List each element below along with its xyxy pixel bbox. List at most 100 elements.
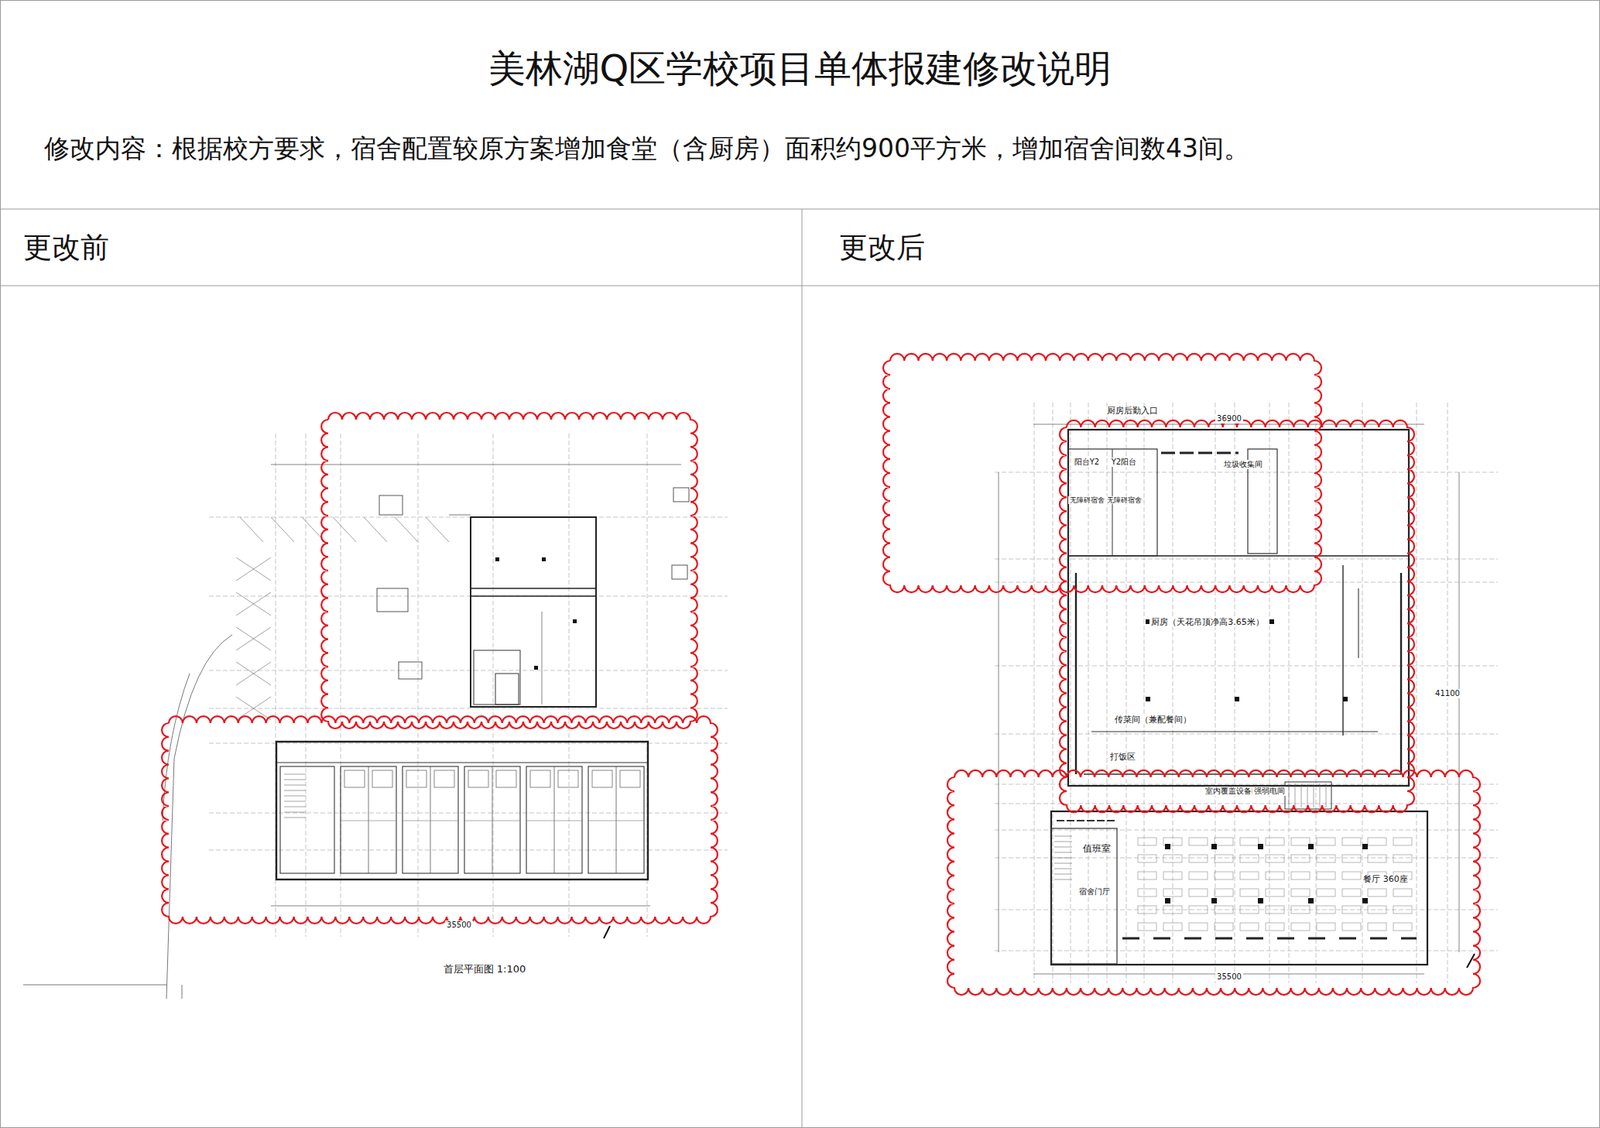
grid-axis xyxy=(1070,402,1072,984)
plan-line xyxy=(554,766,556,874)
plan-line xyxy=(340,820,397,822)
plan-line xyxy=(1325,783,1327,808)
column xyxy=(1211,897,1217,904)
dining-table xyxy=(1342,905,1361,914)
revision-cloud xyxy=(947,770,1481,995)
dining-table xyxy=(1163,888,1183,897)
column xyxy=(1308,897,1314,904)
column xyxy=(534,665,538,670)
plan-wall xyxy=(464,766,521,874)
grid-axis xyxy=(208,849,728,851)
dining-table xyxy=(1316,888,1336,897)
plan-line xyxy=(492,766,494,874)
dining-table xyxy=(1316,871,1336,880)
plan-line xyxy=(1083,773,1402,775)
dining-table xyxy=(1367,922,1387,931)
plan-wall xyxy=(1068,448,1158,556)
plan-line xyxy=(1301,783,1302,808)
plan-label: 阳台Y2 xyxy=(1072,457,1101,467)
plan-line xyxy=(616,766,617,874)
table-rule xyxy=(801,208,803,1128)
grid-axis xyxy=(305,433,307,937)
plan-label: 厨房后勤入口 xyxy=(1105,406,1160,417)
dining-table xyxy=(1342,837,1361,846)
plan-line xyxy=(1054,841,1073,843)
road-edge xyxy=(23,984,167,986)
road-edge xyxy=(162,634,233,999)
plan-wall xyxy=(1051,828,1117,964)
north-arrow xyxy=(1466,953,1475,968)
dining-table xyxy=(1188,888,1208,897)
dining-table xyxy=(1393,905,1412,914)
plan-line xyxy=(284,795,306,797)
table-rule xyxy=(0,208,1600,210)
plan-line xyxy=(1075,572,1077,775)
grid-axis xyxy=(208,596,728,597)
plan-label: 首层平面图 1:100 xyxy=(441,963,528,976)
header-cell: 更改后 xyxy=(801,208,1600,286)
dining-table xyxy=(1188,871,1208,880)
plan-line xyxy=(464,820,521,822)
plan-wall xyxy=(468,770,489,788)
plan-line xyxy=(236,592,271,616)
plan-line xyxy=(1319,783,1321,808)
plan-label: 垃圾收集间 xyxy=(1222,459,1265,470)
dining-table xyxy=(1316,905,1336,914)
dining-table xyxy=(1342,871,1361,880)
plan-label: 值班室 xyxy=(1081,843,1113,855)
plan-wall xyxy=(620,770,641,788)
grid-axis xyxy=(1269,402,1271,984)
dining-table xyxy=(1316,922,1336,931)
plan-line xyxy=(998,472,1000,953)
dining-table xyxy=(1137,837,1157,846)
header-text: 更改前 xyxy=(23,228,110,268)
column xyxy=(1308,843,1314,850)
grid-axis xyxy=(208,517,728,518)
plan-line xyxy=(284,811,306,813)
grid-axis xyxy=(994,472,1498,473)
revision-note: 修改内容：根据校方要求，宿舍配置较原方案增加食堂（含厨房）面积约900平方米，增… xyxy=(42,133,1251,164)
plan-wall xyxy=(558,770,579,788)
grid-axis xyxy=(1288,402,1290,984)
dining-table xyxy=(1265,922,1285,931)
plan-wall xyxy=(398,661,422,679)
dining-table xyxy=(1265,888,1285,897)
plan-line xyxy=(1054,879,1073,881)
plan-line xyxy=(276,761,648,763)
grid-axis xyxy=(208,670,728,672)
dining-table xyxy=(1214,922,1234,931)
grid-axis xyxy=(994,558,1498,560)
plan-label: 传菜间（兼配餐间） xyxy=(1113,715,1193,726)
dining-table xyxy=(1188,854,1208,863)
plan-line xyxy=(1400,572,1402,775)
plan-label: 宿舍门厅 xyxy=(1077,887,1112,897)
grid-axis xyxy=(1034,402,1035,984)
plan-wall xyxy=(379,495,403,515)
plan-line xyxy=(541,611,543,705)
dining-table xyxy=(1393,854,1412,863)
plan-label: 强弱电间 xyxy=(1252,786,1287,796)
dining-table xyxy=(1367,888,1387,897)
plan-wall xyxy=(588,766,645,874)
revision-cloud xyxy=(161,716,718,924)
plan-line xyxy=(368,766,370,874)
plan-wall xyxy=(276,741,648,880)
plan-wall xyxy=(473,650,521,705)
dining-table xyxy=(1163,905,1183,914)
plan-wall xyxy=(470,517,597,707)
grid-axis xyxy=(1052,402,1054,984)
dining-table xyxy=(1163,871,1183,880)
revision-cloud xyxy=(1059,420,1415,812)
header-cell: 更改前 xyxy=(0,208,802,286)
grid-axis xyxy=(994,733,1498,735)
grid-axis xyxy=(208,708,728,710)
dining-table xyxy=(1163,922,1183,931)
window xyxy=(1122,937,1417,940)
dining-table xyxy=(1393,922,1412,931)
column xyxy=(1257,843,1264,850)
plan-line xyxy=(1288,783,1290,808)
column xyxy=(1164,897,1171,904)
road-edge xyxy=(181,984,183,999)
